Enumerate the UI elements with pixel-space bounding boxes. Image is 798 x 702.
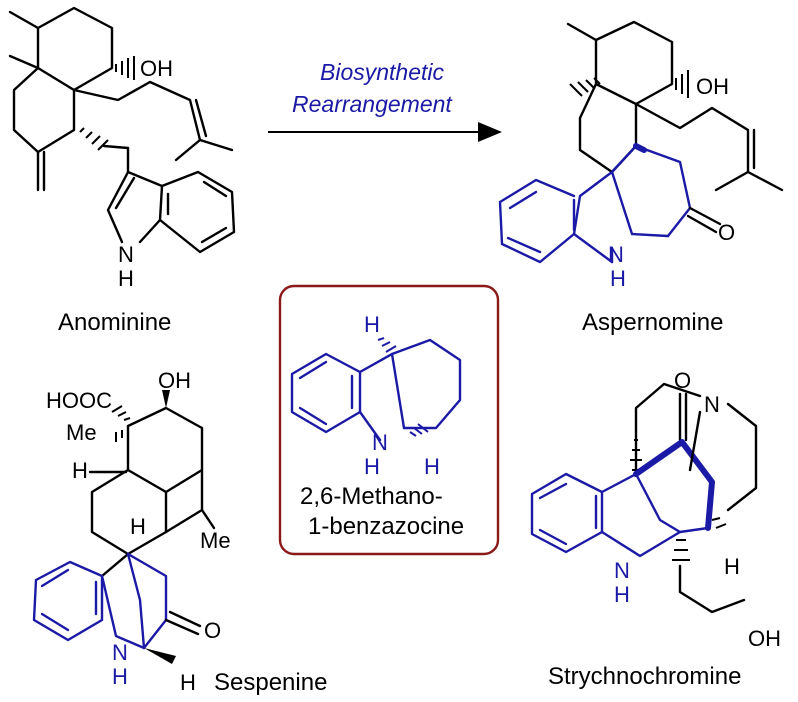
core-name-line2: 1-benzazocine: [308, 513, 464, 540]
sespenine-name: Sespenine: [214, 669, 327, 696]
arrow-label-line2: Rearrangement: [292, 91, 453, 117]
sespenine-nh-h: H: [112, 664, 128, 689]
sespenine-n: N: [112, 640, 128, 665]
aspernomine-name: Aspernomine: [582, 309, 723, 336]
strychnochromine-h: H: [724, 554, 740, 579]
strychnochromine-name: Strychnochromine: [548, 663, 741, 690]
core-highlight-box: [278, 284, 500, 556]
strychnochromine-nh-n: N: [614, 558, 630, 583]
anominine-nh-h: H: [118, 266, 134, 291]
anominine-structure: OH N H: [8, 6, 236, 291]
sespenine-h3: H: [180, 670, 196, 695]
sespenine-structure: HOOC OH Me H Me H O N H H: [32, 368, 231, 695]
strychnochromine-o: O: [674, 368, 691, 393]
anominine-name: Anominine: [58, 309, 171, 336]
sespenine-hooc: HOOC: [46, 388, 112, 413]
strychnochromine-structure: N O H OH N H: [530, 368, 781, 651]
strychnochromine-nh-h: H: [614, 582, 630, 607]
aspernomine-structure: OH O N H: [498, 20, 784, 291]
core-top-h: H: [364, 312, 380, 337]
sespenine-oh: OH: [158, 368, 191, 393]
sespenine-h1: H: [72, 458, 88, 483]
sespenine-h2: H: [130, 514, 146, 539]
core-nh-h: H: [364, 454, 380, 479]
sespenine-me1: Me: [66, 420, 97, 445]
arrow-label-line1: Biosynthetic: [320, 59, 445, 85]
sespenine-o: O: [204, 618, 221, 643]
strychnochromine-n: N: [704, 392, 720, 417]
aspernomine-n: N: [608, 242, 624, 267]
sespenine-me2: Me: [200, 528, 231, 553]
core-bottom-h: H: [424, 454, 440, 479]
core-name-line1: 2,6-Methano-: [300, 483, 443, 510]
benzazocine-core-structure: H N H H: [290, 312, 462, 479]
strychnochromine-oh: OH: [748, 626, 781, 651]
aspernomine-nh-h: H: [610, 266, 626, 291]
aspernomine-oh: OH: [696, 74, 729, 99]
aspernomine-o: O: [718, 220, 735, 245]
anominine-n: N: [118, 242, 134, 267]
core-n: N: [372, 430, 388, 455]
oh-label: OH: [140, 56, 173, 81]
